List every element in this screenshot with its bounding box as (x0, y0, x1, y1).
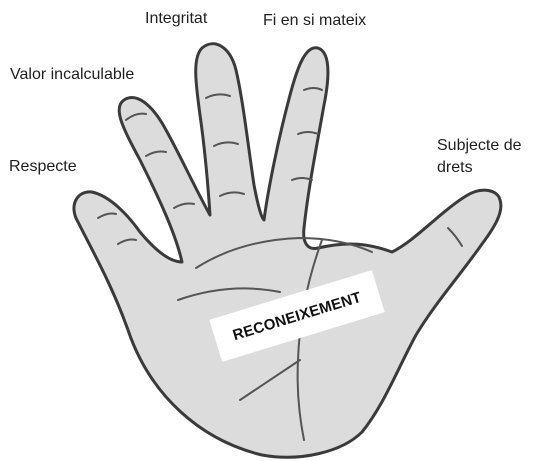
label-valor-incalculable: Valor incalculable (10, 64, 134, 86)
label-fi-en-si-mateix: Fi en si mateix (263, 10, 366, 32)
label-respecte: Respecte (9, 156, 77, 178)
label-subjecte-de-drets: Subjecte de drets (437, 135, 545, 178)
label-integritat: Integritat (145, 8, 207, 30)
hand-outline (74, 44, 501, 457)
